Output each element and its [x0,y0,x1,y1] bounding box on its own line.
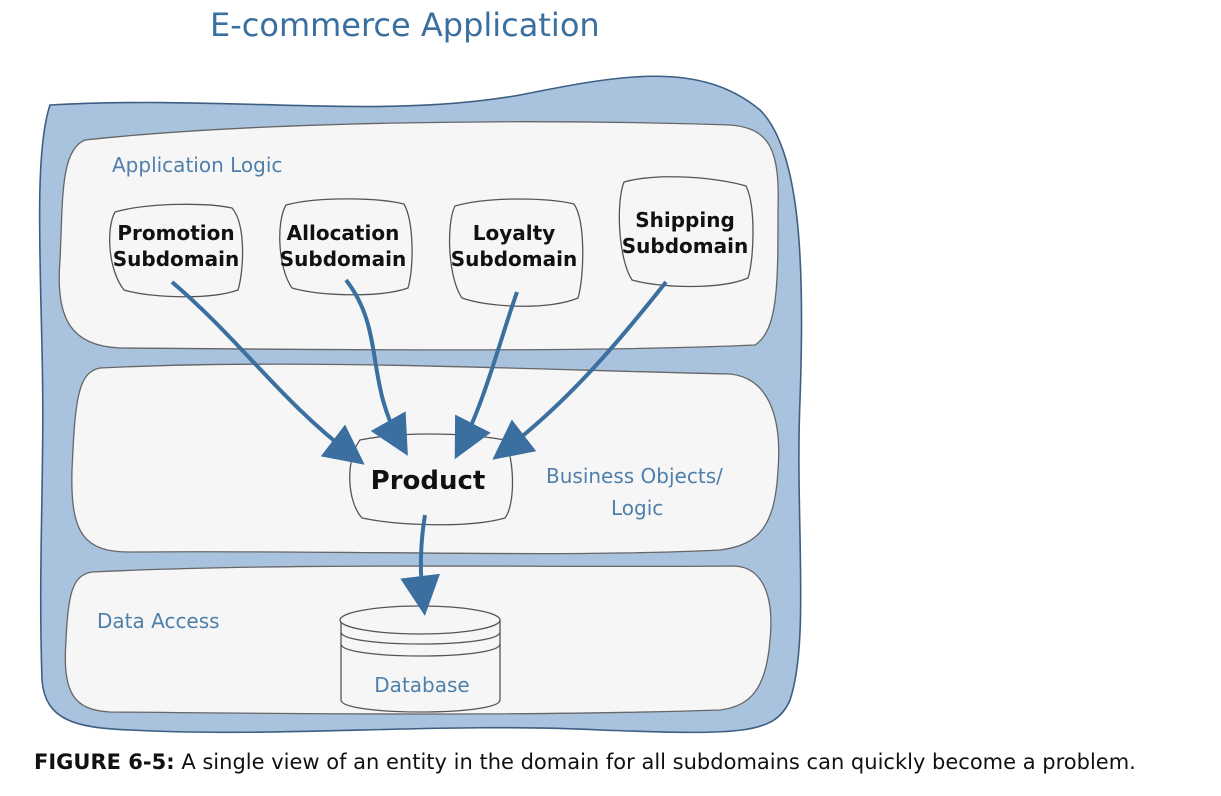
promotion-subdomain-line2: Subdomain [112,247,240,271]
figure-number: FIGURE 6-5: [34,750,175,774]
loyalty-subdomain-line2: Subdomain [450,247,578,271]
application-logic-label: Application Logic [112,153,283,177]
arrow-product-to-database [400,514,441,616]
diagram-title: E-commerce Application [210,6,600,44]
allocation-subdomain-label: Allocation Subdomain [280,220,406,272]
loyalty-subdomain-label: Loyalty Subdomain [451,220,577,272]
arrow-allocation-to-product [344,278,408,456]
arrow-loyalty-to-product [454,291,519,460]
application-logic-layer [58,121,779,351]
database-cylinder [339,605,501,713]
promotion-subdomain-line1: Promotion [117,221,235,245]
arrow-promotion-to-product [170,280,365,465]
allocation-subdomain-box [279,198,413,296]
business-objects-label-line1: Business Objects/ [546,464,723,488]
shipping-subdomain-label: Shipping Subdomain [622,207,748,259]
shipping-subdomain-box [618,176,754,288]
allocation-subdomain-line2: Subdomain [279,247,407,271]
arrow-shipping-to-product [492,280,668,460]
business-objects-label-line2: Logic [611,496,664,520]
loyalty-subdomain-box [448,198,584,307]
promotion-subdomain-box [109,203,244,298]
shipping-subdomain-line2: Subdomain [621,234,749,258]
figure-caption: FIGURE 6-5: A single view of an entity i… [34,750,1136,774]
shipping-subdomain-line1: Shipping [635,208,735,232]
caption-text: A single view of an entity in the domain… [181,750,1136,774]
data-access-label: Data Access [97,609,220,633]
loyalty-subdomain-line1: Loyalty [472,221,556,245]
allocation-subdomain-line1: Allocation [286,221,400,245]
database-label: Database [374,673,470,697]
product-label: Product [370,466,486,496]
promotion-subdomain-label: Promotion Subdomain [113,220,239,272]
